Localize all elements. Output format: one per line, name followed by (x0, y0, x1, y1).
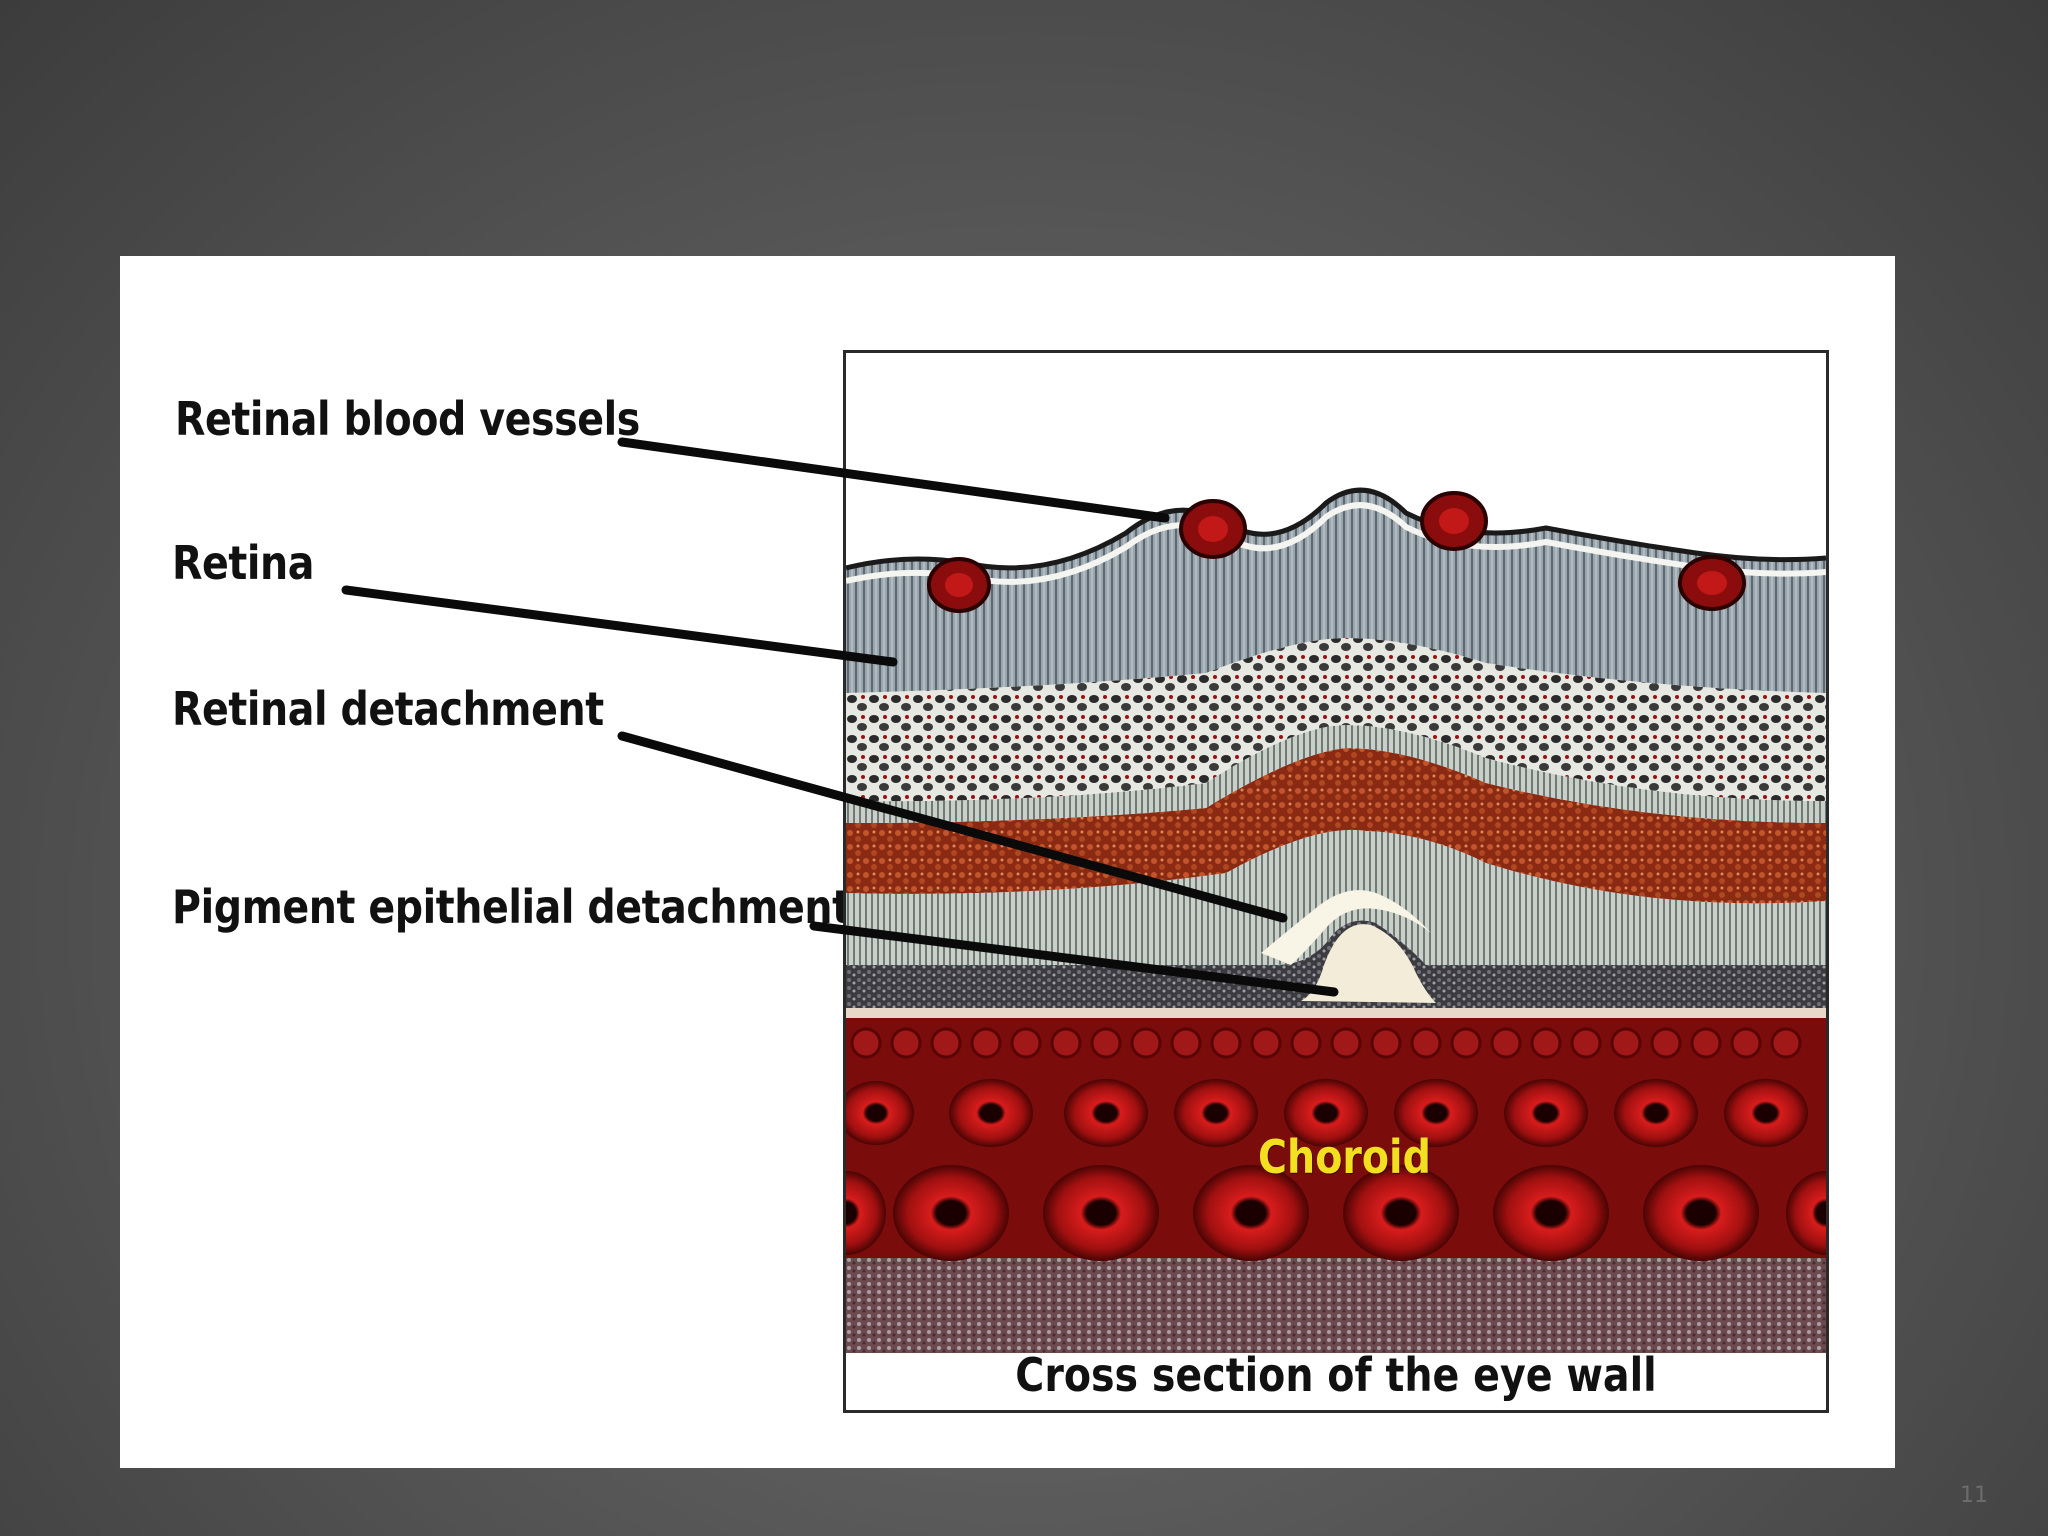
label-retina: Retina (172, 536, 315, 590)
label-retinal-blood-vessels: Retinal blood vessels (175, 392, 640, 446)
choroid-small-vessels (850, 1027, 1802, 1059)
page-number: 11 (1960, 1483, 1988, 1508)
choroid-medium-vessels (846, 1079, 1808, 1147)
label-pigment-epithelial-detachment: Pigment epithelial detachment (172, 880, 851, 934)
choroid-large-vessels (846, 1165, 1826, 1261)
label-choroid: Choroid (1258, 1130, 1431, 1184)
retinal-blood-vessels (927, 491, 1746, 613)
sclera-layer (846, 1258, 1826, 1353)
label-retinal-detachment: Retinal detachment (172, 682, 604, 736)
diagram-caption: Cross section of the eye wall (1015, 1348, 1657, 1402)
retina-fiber-layer (846, 490, 1826, 693)
eye-wall-cross-section-diagram: Cross section of the eye wall (843, 350, 1829, 1413)
